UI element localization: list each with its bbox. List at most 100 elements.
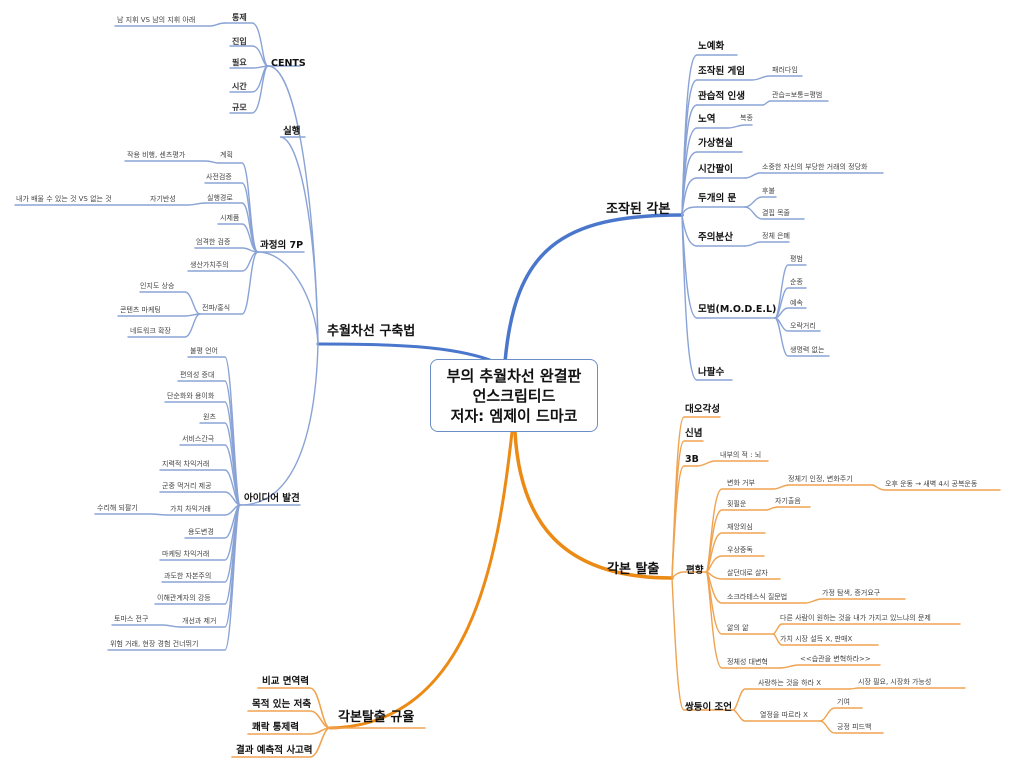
node-passion-item-2[interactable]: 긍정 피드백 [837, 723, 872, 731]
node-distract[interactable]: 주의분산 [698, 232, 733, 243]
node-life[interactable]: 관습적 인생 [698, 91, 746, 102]
node-luck[interactable]: 횟필운 [727, 500, 747, 508]
node-socratic-note[interactable]: 가정 탐색, 증거요구 [822, 589, 881, 597]
node-passion[interactable]: 열정을 따르라 X [760, 711, 808, 719]
node-onlyway[interactable]: 살던대로 살자 [727, 569, 768, 577]
node-idea-item-11[interactable]: 과도한 자본주의 [164, 572, 212, 580]
topic-scripted[interactable]: 조작된 각본 [606, 202, 671, 217]
node-labor-note[interactable]: 복종 [740, 114, 753, 122]
node-knowledge-a[interactable]: 다른 사람이 원하는 것을 내가 가지고 있느냐의 문제 [780, 614, 931, 622]
node-idea-item-1[interactable]: 불평 언어 [190, 347, 218, 355]
node-idea-item-10[interactable]: 마케팅 차익거래 [162, 550, 210, 558]
node-change-b[interactable]: 오후 운동 → 새벽 4시 공복운동 [885, 480, 978, 488]
node-identity[interactable]: 정체성 대변혁 [727, 658, 768, 666]
node-idea-item-5[interactable]: 서비스간극 [182, 435, 215, 443]
node-7p-self[interactable]: 자기반성 [150, 195, 176, 203]
node-advice[interactable]: 쌍둥이 조언 [685, 702, 733, 713]
node-idea-item-13[interactable]: 개선과 제거 [182, 617, 217, 625]
branch-main-scripted [503, 213, 684, 364]
node-7p-verify[interactable]: 엄격한 검증 [196, 238, 231, 246]
center-title-line-2: 언스크립티드 [472, 386, 556, 405]
node-model[interactable]: 모범(M.O.D.E.L) [698, 304, 777, 315]
node-bias[interactable]: 편향 [686, 565, 704, 576]
node-superior[interactable]: 우상중독 [727, 546, 753, 554]
node-escape-item-2[interactable]: 목적 있는 저축 [252, 699, 312, 710]
node-identity-note[interactable]: <<습관을 변혁하라>> [800, 655, 871, 663]
node-cents-control[interactable]: 통제 [232, 13, 247, 22]
node-7p-path[interactable]: 실행경로 [207, 194, 233, 202]
node-model-item-1[interactable]: 평범 [790, 255, 803, 263]
node-life-note[interactable]: 관습=보통=평범 [772, 91, 823, 99]
node-game[interactable]: 조작된 게임 [698, 66, 746, 77]
node-socratic[interactable]: 소크라테스식 질문법 [727, 593, 788, 601]
node-7p[interactable]: 과정의 7P [260, 240, 304, 251]
node-belief[interactable]: 신념 [685, 428, 703, 439]
node-idea-item-3[interactable]: 단순화와 용이화 [167, 392, 215, 400]
node-7p-self-note[interactable]: 내가 배울 수 있는 것 VS 없는 것 [16, 195, 112, 203]
node-idea-item-4[interactable]: 원츠 [203, 413, 216, 421]
node-virtual[interactable]: 가상현실 [698, 138, 733, 149]
node-action[interactable]: 실행 [283, 126, 301, 137]
node-7p-spread-item-3[interactable]: 네트워크 확장 [130, 327, 171, 335]
node-idea-item-14[interactable]: 위험 거래, 현장 경험 건너뛰기 [110, 640, 199, 648]
node-3b[interactable]: 3B [685, 454, 699, 465]
node-3b-note[interactable]: 내부의 적 : 뇌 [720, 451, 762, 459]
node-game-note[interactable]: 패러다임 [772, 66, 798, 74]
node-escape-item-3[interactable]: 쾌락 통제력 [252, 722, 300, 733]
node-luck-note[interactable]: 자기출음 [775, 497, 801, 505]
node-idea-improve-note[interactable]: 토마스 전구 [114, 615, 149, 623]
node-7p-plan-note[interactable]: 작용 비행, 센츠평가 [127, 151, 186, 159]
node-doors-item-1[interactable]: 후불 [762, 187, 775, 195]
node-slavery[interactable]: 노예화 [698, 41, 725, 52]
node-idea-item-12[interactable]: 이해관계자의 강등 [157, 594, 211, 602]
node-7p-spread-item-1[interactable]: 인지도 상승 [140, 282, 175, 290]
node-cents-time[interactable]: 시간 [232, 82, 247, 91]
node-cents-control-note[interactable]: 남 지휘 VS 남의 지휘 아래 [117, 16, 196, 24]
node-distract-note[interactable]: 정체 은폐 [762, 232, 790, 240]
node-love-note[interactable]: 시장 필요, 시장화 가능성 [858, 678, 932, 686]
node-model-item-4[interactable]: 오락거리 [790, 322, 816, 330]
node-7p-spread[interactable]: 전파/홍식 [202, 304, 231, 312]
node-nothing[interactable]: 나팔수 [698, 367, 725, 378]
node-7p-precheck[interactable]: 사전검증 [206, 173, 232, 181]
node-model-item-5[interactable]: 생명력 없는 [790, 346, 825, 354]
node-change[interactable]: 변화 거부 [727, 479, 755, 487]
node-cents[interactable]: CENTS [271, 58, 306, 69]
node-passion-item-1[interactable]: 기여 [837, 698, 850, 706]
branch-main-chasing [316, 342, 492, 362]
topic-chasing[interactable]: 추월차선 구축법 [327, 324, 416, 339]
node-7p-spread-item-2[interactable]: 콘텐츠 마케팅 [120, 306, 161, 314]
node-knowledge[interactable]: 앎의 앎 [727, 624, 749, 632]
node-time[interactable]: 시간팔이 [698, 164, 733, 175]
node-cents-scale[interactable]: 규모 [232, 103, 247, 112]
node-idea[interactable]: 아이디어 발견 [244, 493, 300, 504]
node-awake[interactable]: 대오각성 [685, 404, 720, 415]
node-shortterm[interactable]: 재앙외심 [727, 523, 753, 531]
node-cents-need[interactable]: 필요 [232, 58, 247, 67]
topic-escape-rules[interactable]: 각본탈출 규율 [338, 710, 415, 725]
node-7p-productivity[interactable]: 생산가치주의 [190, 261, 229, 269]
node-idea-value-note[interactable]: 수리해 되팔기 [97, 504, 138, 512]
node-7p-plan[interactable]: 계획 [220, 151, 233, 159]
node-love[interactable]: 사랑하는 것을 하라 X [758, 679, 821, 687]
topic-escape-script[interactable]: 각본 탈출 [607, 562, 660, 577]
node-idea-item-2[interactable]: 편의성 증대 [180, 371, 215, 379]
node-idea-item-7[interactable]: 군중 먹거리 제공 [162, 482, 212, 490]
node-idea-item-9[interactable]: 용도변경 [188, 528, 214, 536]
node-model-item-2[interactable]: 순종 [790, 278, 803, 286]
node-escape-item-4[interactable]: 결과 예측적 사고력 [236, 745, 313, 756]
node-7p-release[interactable]: 시제품 [220, 214, 240, 222]
node-time-note[interactable]: 소중한 자신의 부당한 거래의 정당화 [762, 163, 868, 171]
node-change-a[interactable]: 정체기 인정, 변화주기 [788, 475, 853, 483]
node-idea-item-8[interactable]: 가치 차익거래 [170, 505, 211, 513]
node-labor[interactable]: 노역 [698, 114, 716, 125]
node-model-item-3[interactable]: 예속 [790, 299, 803, 307]
node-knowledge-b[interactable]: 가치 시장 설득 X, 판매X [780, 635, 853, 643]
node-idea-item-6[interactable]: 지력적 차익거래 [162, 460, 210, 468]
node-escape-item-1[interactable]: 비교 면역력 [262, 676, 310, 687]
node-doors[interactable]: 두개의 문 [698, 193, 737, 204]
center-title-line-1: 부의 추월차선 완결판 [446, 366, 582, 385]
node-doors-item-2[interactable]: 결핍 목줄 [762, 209, 790, 217]
node-cents-entry[interactable]: 진입 [232, 37, 247, 46]
